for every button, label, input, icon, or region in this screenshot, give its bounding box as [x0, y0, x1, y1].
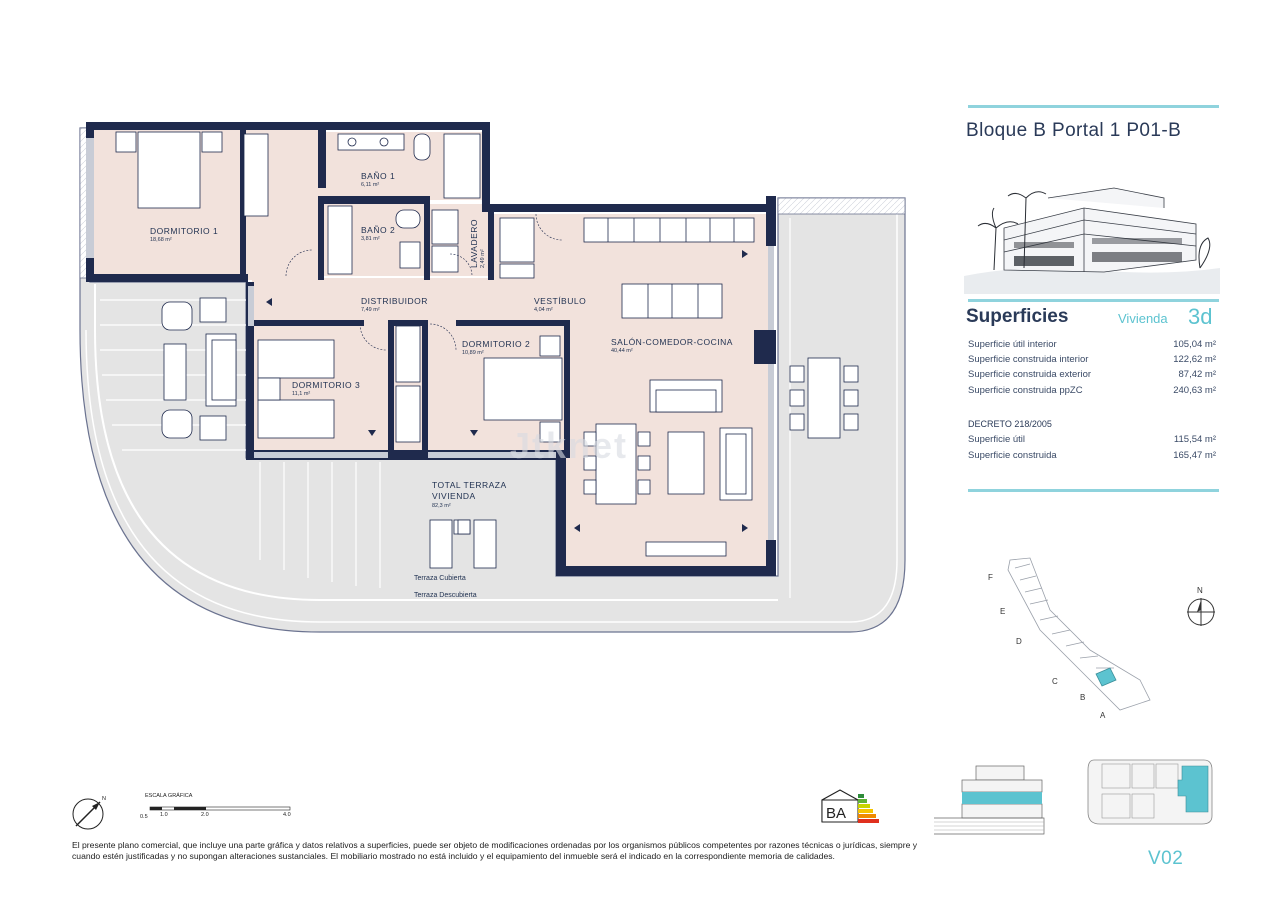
- decreto-title: DECRETO 218/2005: [968, 419, 1052, 429]
- surface-row-label: Superficie útil interior: [968, 339, 1057, 350]
- room-bano2-area: 3,81 m²: [361, 236, 380, 242]
- decreto-row-label: Superficie útil: [968, 434, 1026, 445]
- furniture: [115, 131, 859, 569]
- bottom-rule: [968, 489, 1219, 492]
- north-arrow: [72, 798, 104, 830]
- portal-label: D: [1016, 637, 1022, 646]
- floor-plan: DORMITORIO 1 18,68 m² BAÑO 1 6,11 m² BAÑ…: [72, 122, 906, 830]
- surface-row: Superficie construida exterior 87,42 m²: [968, 369, 1218, 380]
- view-markers: [266, 250, 748, 532]
- walls: [86, 122, 776, 576]
- top-rule: [968, 105, 1219, 108]
- surface-row: Superficie construida ppZC 240,63 m²: [968, 385, 1218, 396]
- room-vestibulo-name: VESTÍBULO: [534, 296, 586, 306]
- surface-row-value: 105,04 m²: [1173, 339, 1216, 350]
- surface-row: Superficie útil interior 105,04 m²: [968, 339, 1218, 350]
- room-vestibulo-area: 4,04 m²: [534, 307, 553, 313]
- scale-title: ESCALA GRÁFICA: [145, 792, 193, 799]
- mid-rule: [968, 299, 1219, 302]
- surface-row-label: Superficie construida exterior: [968, 369, 1092, 380]
- surface-row: Superficie construida interior 122,62 m²: [968, 354, 1218, 365]
- scale-tick-3: 2.0: [201, 812, 209, 818]
- vivienda-label: Vivienda: [1118, 311, 1168, 326]
- section-diagram: [934, 765, 1045, 835]
- room-bano1-area: 6,11 m²: [361, 182, 379, 188]
- scale-tick-2: 1.0: [160, 812, 168, 818]
- terrace-paving: [100, 218, 791, 598]
- room-dormitorio1-area: 18,68 m²: [150, 237, 172, 243]
- portal-label: A: [1100, 711, 1106, 720]
- room-salon-area: 40,44 m²: [611, 348, 633, 354]
- decreto-row-value: 165,47 m²: [1173, 450, 1216, 461]
- decreto-row: Superficie construida 165,47 m²: [968, 450, 1218, 461]
- room-lavadero-name: LAVADERO: [469, 219, 479, 268]
- superficies-heading: Superficies: [966, 306, 1069, 327]
- scale-tick-4: 4.0: [283, 812, 291, 818]
- room-lavadero-area: 2,49 m²: [480, 249, 486, 268]
- terrace-total-area: 82,3 m²: [432, 503, 451, 509]
- room-distribuidor-name: DISTRIBUIDOR: [361, 296, 428, 306]
- room-dormitorio3-name: DORMITORIO 3: [292, 380, 360, 390]
- room-dormitorio2-name: DORMITORIO 2: [462, 339, 530, 349]
- room-dormitorio3-area: 11,1 m²: [292, 391, 310, 397]
- version-label: V02: [1148, 848, 1184, 869]
- compass-icon: [1187, 598, 1215, 626]
- sheet-title: Bloque B Portal 1 P01-B: [966, 120, 1182, 141]
- terrace-total-label-1: TOTAL TERRAZA: [432, 480, 507, 490]
- building-render: [964, 168, 1220, 294]
- decreto-row: Superficie útil 115,54 m²: [968, 434, 1218, 445]
- terrace-cubierta-label: Terraza Cubierta: [414, 575, 466, 582]
- energy-label-text: BA: [826, 805, 846, 822]
- room-bano2-name: BAÑO 2: [361, 225, 395, 235]
- surface-row-label: Superficie construida ppZC: [968, 385, 1083, 396]
- windows: [86, 138, 774, 540]
- room-distribuidor-area: 7,49 m²: [361, 307, 380, 313]
- terrace-descubierta-label: Terraza Descubierta: [414, 592, 477, 599]
- doors: [285, 213, 563, 351]
- watermark: Jtknet: [510, 425, 629, 466]
- scale-tick-1: 0.5: [140, 814, 148, 820]
- north-label: N: [102, 796, 106, 802]
- portal-label: F: [988, 573, 993, 582]
- portal-label: B: [1080, 693, 1085, 702]
- portal-label: C: [1052, 677, 1058, 686]
- decreto-row-label: Superficie construida: [968, 450, 1057, 461]
- terrace-total-label-2: VIVIENDA: [432, 491, 476, 501]
- terrace-edge-line: [85, 206, 898, 623]
- disclaimer-text: El presente plano comercial, que incluye…: [72, 840, 918, 861]
- surface-row-value: 240,63 m²: [1173, 385, 1216, 396]
- surface-row-value: 87,42 m²: [1178, 369, 1217, 380]
- scale-bar: [149, 806, 291, 811]
- terrace-railing-top: [777, 197, 906, 215]
- terrace-cover-line: [94, 284, 778, 601]
- energy-label-icon: [821, 789, 879, 823]
- vivienda-type: 3d: [1188, 304, 1213, 329]
- portal-label: E: [1000, 607, 1005, 616]
- surface-row-label: Superficie construida interior: [968, 354, 1089, 365]
- room-dormitorio2-area: 10,89 m²: [462, 350, 484, 356]
- surface-row-value: 122,62 m²: [1173, 354, 1216, 365]
- key-plan: [1087, 759, 1213, 825]
- room-salon-name: SALÓN-COMEDOR-COCINA: [611, 337, 733, 347]
- compass-north-label: N: [1197, 586, 1203, 595]
- site-location-map: F E D C B A N: [988, 557, 1215, 720]
- decreto-row-value: 115,54 m²: [1173, 434, 1216, 445]
- room-dormitorio1-name: DORMITORIO 1: [150, 226, 218, 236]
- room-bano1-name: BAÑO 1: [361, 171, 395, 181]
